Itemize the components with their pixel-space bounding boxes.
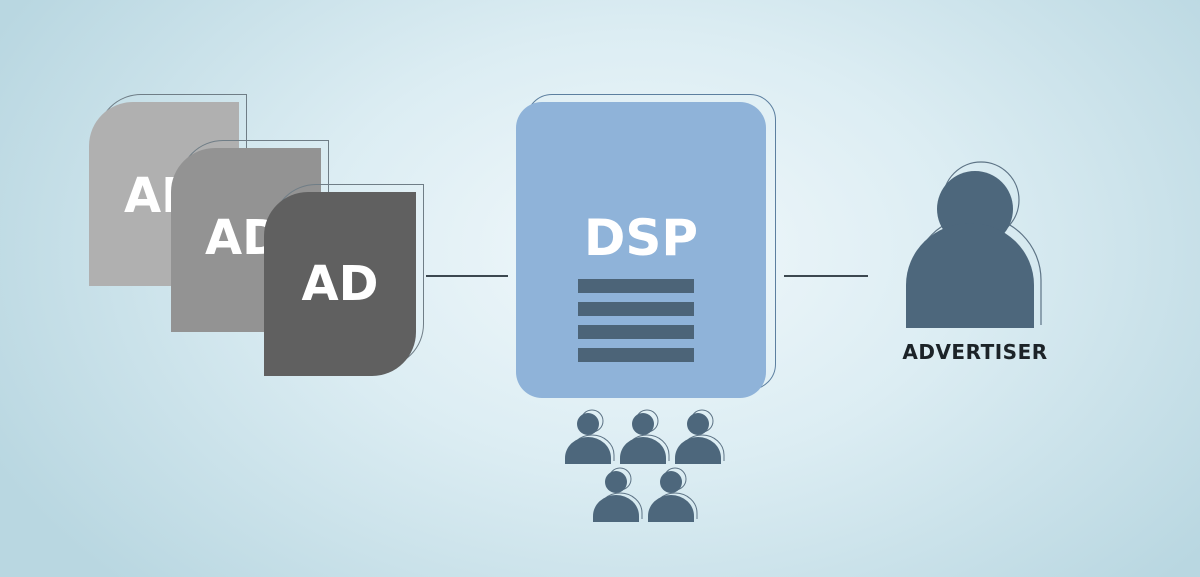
dsp-list-bar-3 <box>578 325 694 339</box>
connector-dsp-advertiser <box>784 275 868 277</box>
advertiser-label: ADVERTISER <box>902 340 1048 364</box>
audience-person-icon-4 <box>593 467 643 522</box>
dsp-title: DSP <box>583 209 699 267</box>
ad-card-2-label: AD <box>205 210 267 266</box>
audience-person-icon-1 <box>565 409 615 464</box>
audience-person-icon-5 <box>648 467 698 522</box>
advertiser-person-icon <box>906 161 1042 328</box>
audience-person-icon-3 <box>675 409 725 464</box>
connector-ads-dsp <box>426 275 508 277</box>
dsp-list-bar-2 <box>578 302 694 316</box>
dsp-list-bar-4 <box>578 348 694 362</box>
dsp-list-bar-1 <box>578 279 694 293</box>
audience-person-icon-2 <box>620 409 670 464</box>
ad-card-3 <box>264 192 416 376</box>
ad-card-3-label: AD <box>301 256 379 312</box>
